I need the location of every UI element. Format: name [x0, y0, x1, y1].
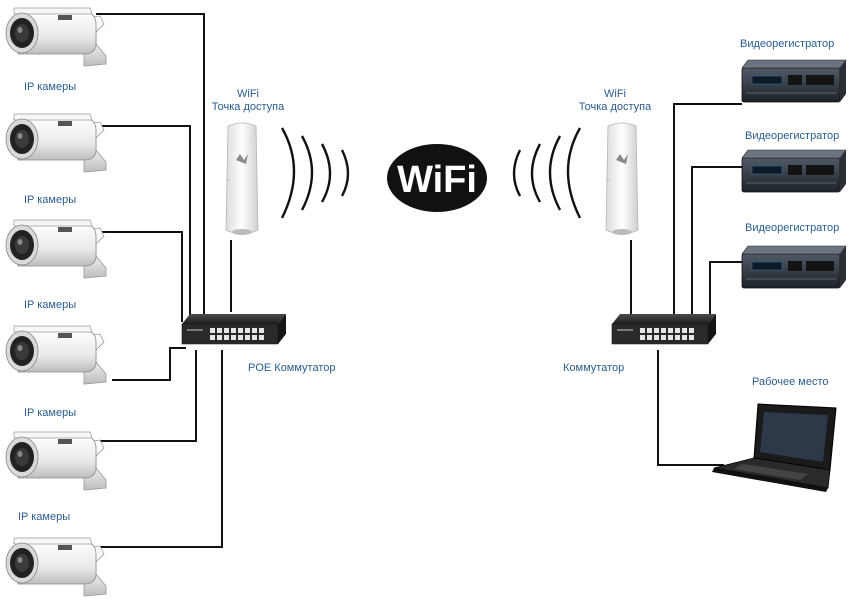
camera-label-5: IP камеры	[18, 511, 71, 523]
video-recorder-3	[741, 245, 847, 289]
workstation-label: Рабочее место	[752, 376, 829, 388]
laptop	[712, 403, 837, 492]
ip-camera-5	[5, 431, 107, 491]
camera-label-4: IP камеры	[24, 407, 77, 419]
poe-switch-label: POE Коммутатор	[248, 362, 336, 374]
camera-label-2: IP камеры	[24, 194, 77, 206]
recorder-label-2: Видеорегистратор	[745, 130, 840, 142]
camera-label-3: IP камеры	[24, 299, 77, 311]
ap-left-label-line1: WiFi	[237, 88, 259, 100]
network-switch	[611, 313, 717, 345]
wire-camera-2	[96, 125, 191, 318]
signal-waves-left	[280, 127, 350, 219]
ap-right-label-line1: WiFi	[604, 88, 626, 100]
wire-camera-3	[96, 231, 183, 322]
ap-right-label-line2: Точка доступа	[578, 101, 652, 113]
wire-camera-4	[112, 347, 186, 381]
recorder-label-1: Видеорегистратор	[740, 38, 835, 50]
wifi-logo-text: WiFi	[397, 159, 477, 201]
wire-camera-6	[100, 350, 223, 548]
ip-camera-2	[5, 113, 107, 173]
access-point-left	[225, 122, 259, 236]
wires-right	[630, 103, 742, 466]
ap-left-label-line2: Точка доступа	[211, 101, 285, 113]
wifi-logo: WiFi	[387, 144, 487, 212]
recorder-label-3: Видеорегистратор	[745, 222, 840, 234]
signal-waves-right	[512, 127, 582, 219]
ip-camera-6	[5, 537, 107, 597]
video-recorder-1	[741, 59, 847, 103]
wire-camera-1	[96, 13, 205, 318]
ip-camera-4	[5, 325, 107, 385]
camera-label-1: IP камеры	[24, 81, 77, 93]
wire-recorder-1	[673, 103, 742, 318]
ip-camera-1	[5, 7, 107, 67]
wire-workstation	[657, 350, 724, 466]
ip-camera-3	[5, 219, 107, 279]
access-point-right	[605, 122, 639, 236]
poe-switch	[181, 313, 287, 345]
video-recorder-2	[741, 149, 847, 193]
wires-left	[96, 13, 232, 548]
wire-recorder-3	[709, 261, 742, 318]
switch-label: Коммутатор	[563, 362, 625, 374]
wire-camera-5	[96, 350, 197, 442]
wire-recorder-2	[691, 166, 742, 318]
